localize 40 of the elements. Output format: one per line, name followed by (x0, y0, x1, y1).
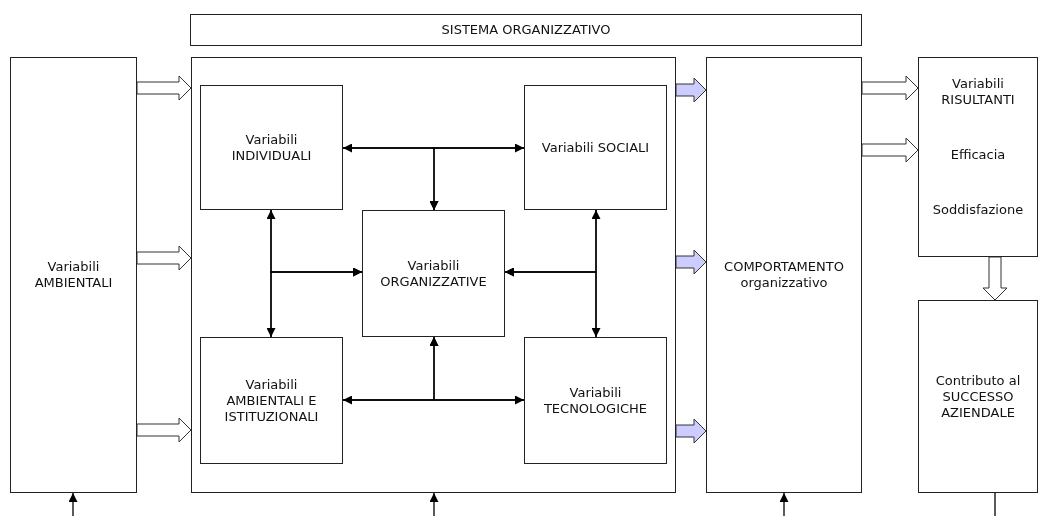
block-arrow (861, 75, 919, 101)
header-box (190, 14, 862, 46)
box-label: Variabili SOCIALI (541, 139, 650, 156)
block-arrow (861, 137, 919, 163)
block-arrow (675, 418, 707, 444)
connector-line (994, 492, 996, 516)
process-box (706, 57, 862, 493)
arrow (504, 267, 597, 338)
box-label: SISTEMA ORGANIZZATIVO (441, 22, 611, 38)
box-label: Variabili RISULTANTI (940, 76, 1016, 108)
box-label: Variabili INDIVIDUALI (230, 131, 313, 164)
block-arrow (675, 77, 707, 103)
box-label: Variabili TECNOLOGICHE (542, 384, 649, 417)
arrow (270, 267, 363, 338)
box-label: Contributo al SUCCESSO AZIENDALE (934, 372, 1022, 421)
process-box (362, 210, 505, 337)
process-box (10, 57, 137, 493)
box-label: Soddisfazione (932, 202, 1024, 218)
box-label: Variabili AMBIENTALI (33, 259, 114, 291)
block-arrow (136, 417, 192, 443)
process-box (918, 300, 1038, 493)
block-arrow (136, 75, 192, 101)
box-label: Efficacia (950, 147, 1006, 163)
box-label: COMPORTAMENTO organizzativo (723, 259, 845, 291)
process-box (524, 85, 667, 210)
process-box (200, 85, 343, 210)
arrow (429, 147, 525, 211)
block-arrow (136, 245, 192, 271)
arrow (429, 492, 439, 516)
box-label: Variabili ORGANIZZATIVE (379, 257, 488, 290)
system-box (191, 57, 676, 493)
process-box (918, 57, 1038, 257)
block-arrow (675, 249, 707, 275)
box-label: Variabili AMBIENTALI E ISTITUZIONALI (223, 376, 320, 425)
arrow (429, 336, 525, 401)
process-box (200, 337, 343, 464)
process-box (524, 337, 667, 464)
block-arrow (982, 256, 1008, 301)
arrow (779, 492, 789, 516)
arrow (68, 492, 78, 516)
